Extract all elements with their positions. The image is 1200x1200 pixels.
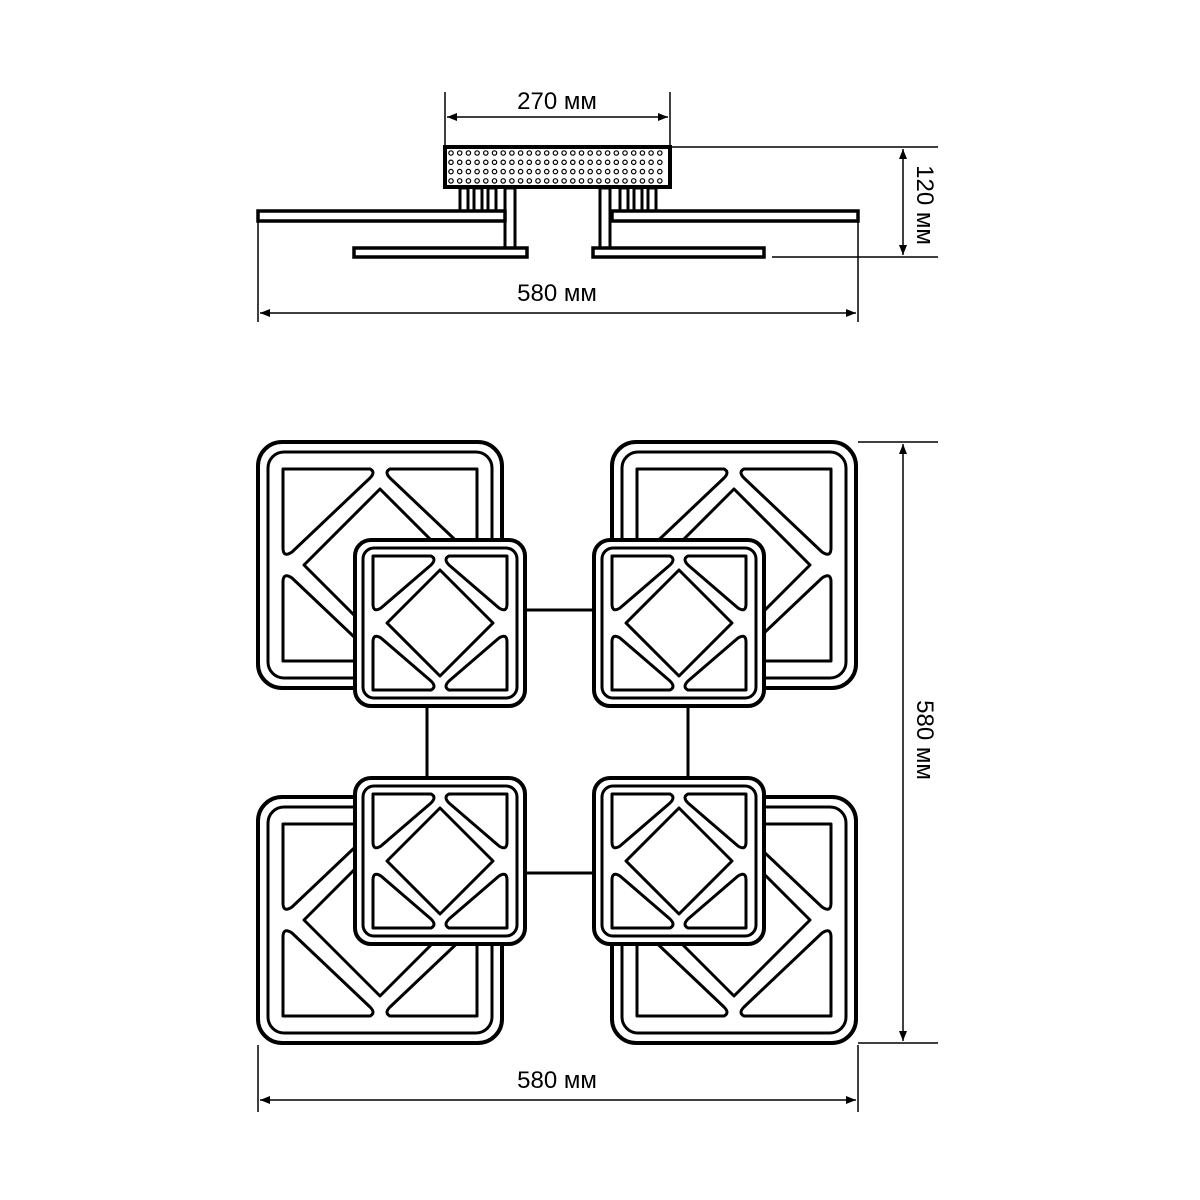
small-frame-bottom-right: [592, 776, 766, 946]
height-label: 120 мм: [911, 165, 938, 245]
side-bars: [256, 209, 860, 259]
side-view: 270 мм 120 мм 580 мм: [256, 88, 938, 322]
side-dimension-lines: [257, 92, 938, 322]
small-frame-top-right: [592, 538, 766, 708]
top-height-label: 580 мм: [911, 700, 938, 780]
top-dimension-lines: [257, 441, 938, 1112]
side-total-width-label: 580 мм: [517, 280, 597, 307]
top-view: 580 мм 580 мм: [256, 440, 938, 1112]
canopy-width-label: 270 мм: [517, 88, 597, 115]
connector-rods: [425, 608, 690, 875]
small-frame-top-left: [353, 538, 527, 708]
small-frame-bottom-left: [353, 776, 527, 946]
top-width-label: 580 мм: [517, 1067, 597, 1094]
canopy-dots: [448, 150, 663, 184]
